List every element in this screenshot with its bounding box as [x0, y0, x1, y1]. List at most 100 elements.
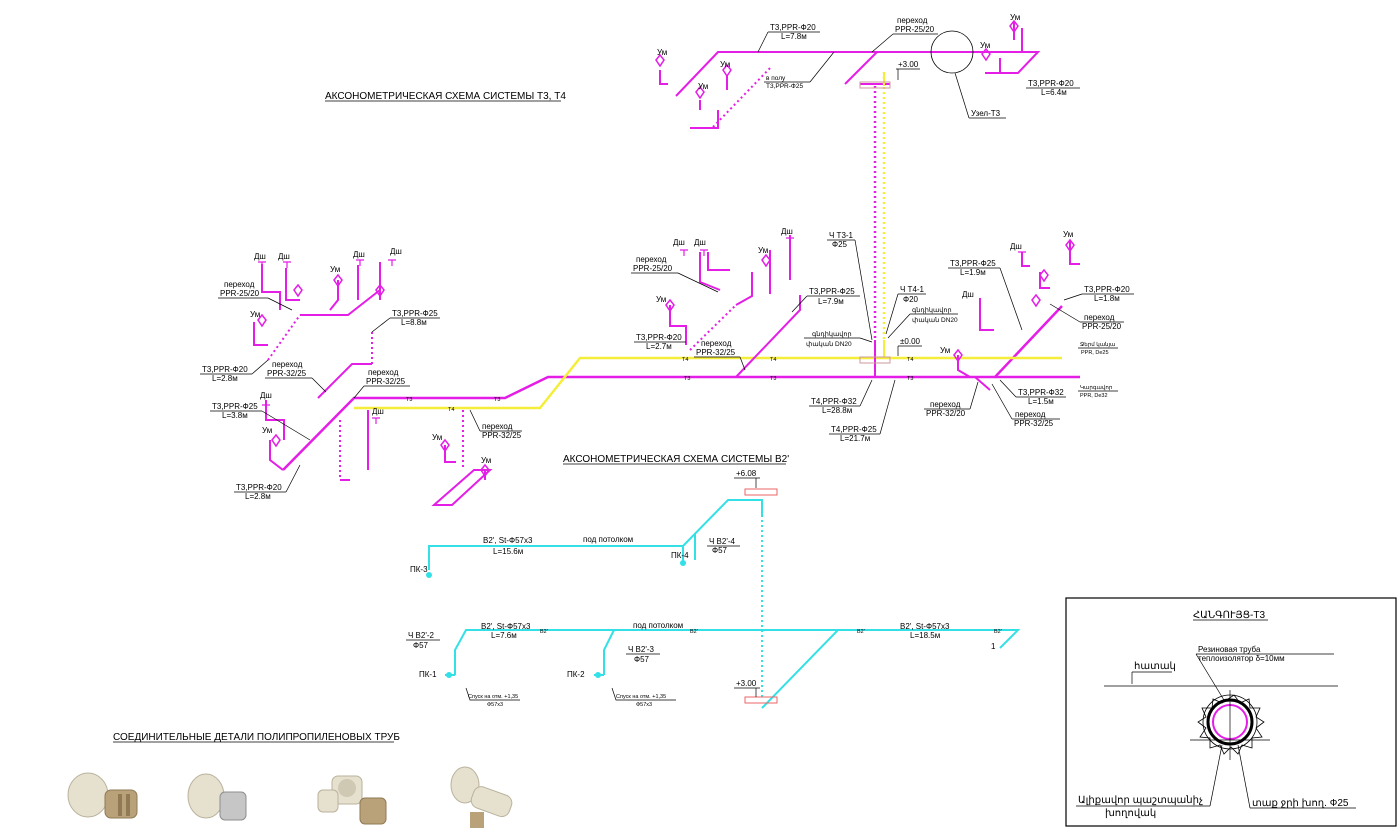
svg-text:В2', St-Ф57x3: В2', St-Ф57x3 [483, 536, 533, 545]
svg-text:PPR, De32: PPR, De32 [1080, 393, 1108, 399]
svg-text:В2', St-Ф57x3: В2', St-Ф57x3 [481, 622, 531, 631]
svg-text:Ум: Ум [330, 265, 340, 274]
svg-text:PPR-32/25: PPR-32/25 [482, 431, 522, 440]
svg-text:Ум: Ум [481, 456, 491, 465]
svg-text:Ч В2'-4: Ч В2'-4 [709, 537, 736, 546]
label-pk1: ПК-1 [419, 670, 437, 679]
label-b2-p2: В2', St-Ф57x3 L=7.6м [481, 622, 531, 640]
svg-text:փական DN20: փական DN20 [912, 316, 958, 324]
svg-text:Т4: Т4 [770, 357, 776, 363]
svg-text:переход: переход [636, 255, 667, 264]
svg-text:L=18.5м: L=18.5м [910, 631, 940, 640]
svg-text:+6.08: +6.08 [736, 469, 757, 478]
svg-text:Т4,PPR-Ф25: Т4,PPR-Ф25 [831, 425, 877, 434]
svg-text:Т3,PPR-Ф32: Т3,PPR-Ф32 [1018, 388, 1064, 397]
label-b2-drop2: Спуск на отм. +1,35 Ф57x3 [616, 694, 666, 708]
svg-text:L=2.8м: L=2.8м [245, 492, 271, 501]
svg-text:АКСОНОМЕТРИЧЕСКАЯ СХЕМА СИСТЕМ: АКСОНОМЕТРИЧЕСКАЯ СХЕМА СИСТЕМЫ Т3, Т4 [325, 91, 566, 102]
label-mid-b2: Т3,PPR-Ф25 L=7.9м [791, 287, 860, 313]
svg-text:Կարգավոր: Կարգավոր [1080, 384, 1113, 391]
svg-text:В2': В2' [857, 629, 865, 635]
svg-text:Спуск на отм. +1,35: Спуск на отм. +1,35 [468, 694, 518, 700]
svg-text:Ум: Ум [1063, 230, 1073, 239]
svg-text:Т3: Т3 [907, 376, 913, 382]
svg-text:PPR-32/20: PPR-32/20 [926, 409, 966, 418]
svg-text:Узел-Т3: Узел-Т3 [971, 109, 1001, 118]
detail-title: ՀԱՆԳՈՒՅՑ-Т3 [1193, 610, 1265, 621]
svg-text:Т3,PPR-Ф25: Т3,PPR-Ф25 [766, 83, 803, 90]
svg-text:переход: переход [1084, 313, 1115, 322]
svg-text:Ум: Ум [940, 346, 950, 355]
hydrant-icon [426, 560, 686, 678]
svg-text:Ф25: Ф25 [832, 240, 848, 249]
svg-text:Т4: Т4 [682, 357, 688, 363]
svg-text:Ալիքավոր պաշտպանիչ: Ալիքավոր պաշտպանիչ [1078, 795, 1203, 806]
svg-text:Дш: Дш [260, 391, 272, 400]
label-b2-drop1: Спуск на отм. +1,35 Ф57x3 [468, 694, 518, 708]
svg-text:Ч Т3-1: Ч Т3-1 [829, 231, 854, 240]
label-right-d1: Т3,PPR-Ф25 L=1.9м [948, 259, 1023, 331]
svg-text:տաք ջրի խող. Ф25: տաք ջրի խող. Ф25 [1252, 798, 1349, 809]
svg-text:переход: переход [1015, 410, 1046, 419]
svg-text:Дш: Дш [1010, 242, 1022, 251]
svg-text:Ум: Ум [262, 426, 272, 435]
svg-text:Т3: Т3 [406, 397, 412, 403]
label-b2-v4: Ч В2'-4 Ф57 [707, 537, 740, 555]
label-right-d8: переход PPR-32/20 [924, 381, 979, 418]
pipe-section-icon [1190, 690, 1270, 760]
label-b2-mark-bot: +3.00 [734, 679, 760, 697]
svg-text:+3.00: +3.00 [736, 679, 757, 688]
svg-text:L=28.8м: L=28.8м [822, 406, 852, 415]
svg-text:L=7.9м: L=7.9м [818, 297, 844, 306]
label-top-mark: +3.00 [896, 60, 920, 80]
svg-text:Дш: Дш [278, 252, 290, 261]
label-right-d7: переход PPR-32/25 [991, 383, 1060, 428]
label-mid-c2: Ч Т4-1 Ф20 [885, 285, 926, 335]
svg-text:Т3,PPR-Ф25: Т3,PPR-Ф25 [212, 402, 258, 411]
svg-text:Т4: Т4 [448, 407, 454, 413]
b2-scheme: +6.08 В2', St-Ф57x3 L=15.6м под потолком… [406, 469, 1021, 709]
label-top-trans: переход PPR-25/20 [871, 16, 938, 53]
svg-text:Дш: Дш [353, 250, 365, 259]
svg-text:Ум: Ум [657, 48, 667, 57]
svg-text:+3.00: +3.00 [898, 60, 919, 69]
svg-text:փական DN20: փական DN20 [806, 340, 852, 348]
label-mid-b1: переход PPR-25/20 [631, 255, 719, 293]
svg-text:СОЕДИНИТЕЛЬНЫЕ ДЕТАЛИ ПОЛИПРОП: СОЕДИНИТЕЛЬНЫЕ ДЕТАЛИ ПОЛИПРОПИЛЕНОВЫХ Т… [113, 732, 400, 743]
svg-text:L=7.6м: L=7.6м [491, 631, 517, 640]
label-right-d3: переход PPR-25/20 [1049, 303, 1124, 331]
svg-text:Дш: Дш [694, 238, 706, 247]
svg-text:L=2.8м: L=2.8м [212, 374, 238, 383]
label-left-a8: Т3,PPR-Ф20 L=2.8м [234, 464, 301, 501]
svg-text:L=1.5м: L=1.5м [1028, 397, 1054, 406]
svg-text:L=8.8м: L=8.8м [401, 318, 427, 327]
svg-text:Ум: Ум [758, 246, 768, 255]
svg-text:Ф57: Ф57 [712, 546, 728, 555]
svg-text:Дш: Дш [254, 252, 266, 261]
label-mid-c1: Ч Т3-1 Ф25 [827, 231, 873, 341]
label-node-t3: Узел-Т3 [954, 72, 1006, 119]
label-top-floor: в полу Т3,PPR-Ф25 [764, 51, 835, 90]
svg-text:PPR-25/20: PPR-25/20 [1082, 322, 1122, 331]
svg-text:В2', St-Ф57x3: В2', St-Ф57x3 [900, 622, 950, 631]
label-b2-mark-top: +6.08 [734, 469, 760, 488]
svg-text:переход: переход [224, 280, 255, 289]
svg-text:Т3,PPR-Ф20: Т3,PPR-Ф20 [770, 23, 816, 32]
svg-text:В2': В2' [540, 629, 548, 635]
label-mid-c4: գնդիկավոր փական DN20 [804, 330, 873, 348]
svg-text:Ум: Ум [720, 60, 730, 69]
svg-text:переход: переход [701, 339, 732, 348]
svg-text:±0.00: ±0.00 [900, 337, 921, 346]
svg-text:L=1.8м: L=1.8м [1094, 294, 1120, 303]
label-left-a3: Т3,PPR-Ф20 L=2.8м [200, 359, 269, 383]
svg-text:PPR-25/20: PPR-25/20 [220, 289, 260, 298]
svg-text:Ф57x3: Ф57x3 [636, 702, 652, 708]
top-t3-scheme: Ум Ум Ум Ум Ум Т3,PPR-Ф20 L=7.8м переход… [655, 13, 1080, 340]
svg-text:խողովակ: խողովակ [1105, 808, 1156, 819]
title-fittings: СОЕДИНИТЕЛЬНЫЕ ДЕТАЛИ ПОЛИПРОПИЛЕНОВЫХ Т… [113, 732, 400, 743]
label-mid-b3: Т3,PPR-Ф20 L=2.7м [634, 333, 686, 351]
title-t3t4: АКСОНОМЕТРИЧЕСКАЯ СХЕМА СИСТЕМЫ Т3, Т4 [325, 91, 566, 102]
svg-text:Ум: Ум [980, 41, 990, 50]
svg-text:переход: переход [368, 368, 399, 377]
